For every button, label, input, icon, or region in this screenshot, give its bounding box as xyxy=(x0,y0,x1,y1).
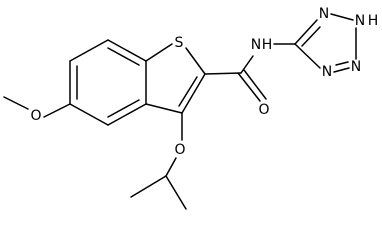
benzene-ring xyxy=(69,39,147,126)
atom-hydrogen-amide: H xyxy=(262,37,273,53)
tetrazole-ring xyxy=(294,13,357,73)
bond xyxy=(107,39,147,62)
bond xyxy=(69,103,109,126)
double-bond-inner xyxy=(301,26,321,47)
bond xyxy=(181,73,206,114)
bond xyxy=(330,13,354,21)
atom-hydrogen-tetrazole: H xyxy=(368,13,379,29)
bond xyxy=(165,175,187,210)
atom-nitrogen-tetrazole-left: N xyxy=(322,64,332,80)
atom-nitrogen-tetrazole-nh: N xyxy=(355,13,365,29)
bond xyxy=(107,103,147,126)
double-bond xyxy=(243,69,267,100)
bond xyxy=(145,43,173,62)
atom-nitrogen-tetrazole-top: N xyxy=(319,6,329,22)
atom-labels: S O O O N H N N H N N xyxy=(30,6,378,158)
atom-nitrogen-amide: N xyxy=(251,37,261,53)
double-bond-inner xyxy=(178,76,198,107)
bond xyxy=(145,103,183,114)
double-bond-inner xyxy=(335,61,349,66)
bond xyxy=(294,19,318,45)
atom-oxygen-methoxy: O xyxy=(30,108,41,124)
bond xyxy=(240,55,254,74)
atom-nitrogen-tetrazole-right: N xyxy=(351,59,361,75)
bond xyxy=(204,72,242,75)
isopropoxy-group xyxy=(130,112,187,210)
bond xyxy=(185,47,206,75)
bond xyxy=(3,96,29,110)
bond xyxy=(130,175,167,198)
double-bond-inner xyxy=(107,99,140,118)
bond xyxy=(333,67,350,73)
bond xyxy=(165,157,177,177)
bond xyxy=(69,39,109,62)
amide-group xyxy=(204,43,296,102)
atom-sulfur: S xyxy=(175,35,184,51)
atom-oxygen-carbonyl: O xyxy=(258,102,269,118)
bond xyxy=(294,43,321,69)
bond xyxy=(43,103,71,118)
double-bond xyxy=(237,72,261,102)
double-bond-inner xyxy=(107,47,140,66)
atom-oxygen-ether: O xyxy=(174,142,185,158)
molecule-structure: S O O O N H N N H N N xyxy=(3,6,378,210)
thiophene-ring xyxy=(145,43,206,114)
methoxy-group xyxy=(3,96,71,118)
